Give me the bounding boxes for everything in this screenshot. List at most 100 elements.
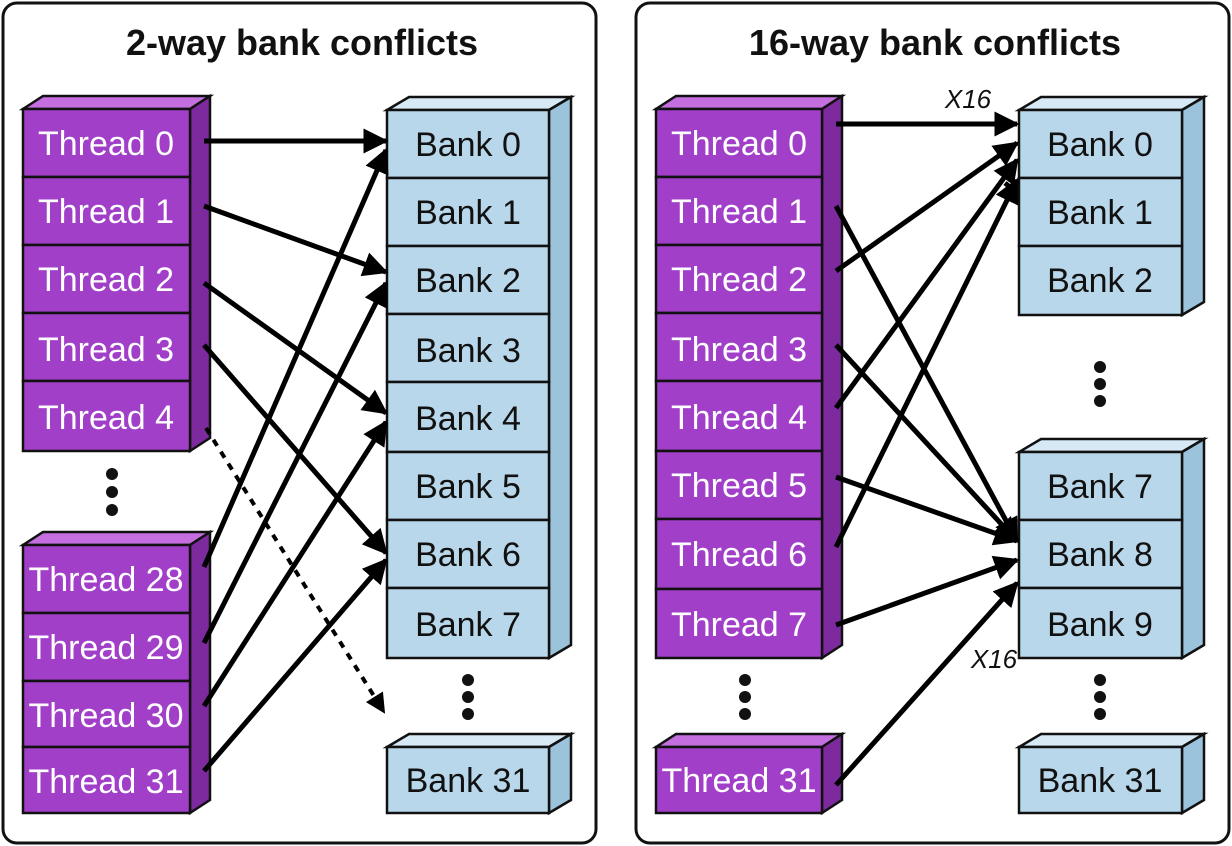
bank-cell: Bank 31 [385,745,551,815]
thread-label: Thread 6 [671,536,807,574]
thread-cell: Thread 4 [21,379,192,453]
arrow [833,157,1020,410]
bank-label: Bank 0 [1047,126,1153,164]
thread-cell: Thread 31 [21,745,192,815]
thread-label: Thread 28 [29,561,184,599]
multiplier-label: X16 [944,84,992,114]
arrow-to-bank1 [1003,181,1019,195]
thread-cell: Thread 1 [654,175,824,247]
thread-stack-side [820,93,844,661]
thread-cell: Thread 31 [654,745,824,815]
bank-label: Bank 2 [415,262,521,300]
thread-stack-upper-side [188,93,212,454]
bank-stack-side [547,94,573,661]
bank-cell: Bank 3 [385,312,551,384]
bank-cell: Bank 6 [385,518,551,590]
thread-cell: Thread 2 [654,243,824,315]
thread-cell: Thread 1 [21,175,192,247]
thread-label: Thread 4 [38,399,174,437]
multiplier-label: X16 [970,644,1018,674]
ellipsis-dots [1094,361,1106,407]
arrow [833,204,1020,544]
thread-cell: Thread 6 [654,517,824,591]
thread-label: Thread 29 [29,629,184,667]
arrow [834,581,1019,787]
thread-label: Thread 2 [38,261,174,299]
thread-label: Thread 0 [671,125,807,163]
ellipsis-dots [462,674,474,720]
bank-cell: Bank 4 [385,380,551,454]
panel-left-title: 2-way bank conflicts [126,22,478,63]
arrow [201,419,389,708]
bank-label: Bank 1 [1047,194,1153,232]
ellipsis-dots [1094,674,1106,720]
bank-stack-side [1180,94,1206,318]
arrow [201,280,389,645]
thread-label: Thread 30 [29,697,184,735]
arrow [203,203,389,277]
thread-label: Thread 7 [671,606,807,644]
arrow [201,147,389,569]
bank-label: Bank 0 [415,126,521,164]
bank-single-side [1180,731,1206,816]
bank-cell: Bank 1 [385,176,551,248]
arrow [834,343,1019,543]
thread-cell: Thread 3 [21,311,192,383]
arrow [835,555,1020,628]
thread-cell: Thread 0 [21,107,192,179]
arrow [202,558,388,773]
bank-cell: Bank 2 [1017,244,1184,317]
thread-label: Thread 1 [38,193,174,231]
thread-cell: Thread 2 [21,243,192,315]
bank-cell: Bank 1 [1017,176,1184,248]
thread-cell: Thread 28 [21,543,192,615]
bank-label: Bank 2 [1047,262,1153,300]
bank-label: Bank 6 [415,536,521,574]
bank-label: Bank 9 [1047,606,1153,644]
bank-single-top [1014,732,1209,749]
bank-stack-top [1014,437,1209,454]
arrow [202,280,389,416]
thread-label: Thread 4 [671,399,807,437]
bank-stack-side [1180,436,1206,661]
bank-label: Bank 7 [1047,468,1153,506]
thread-label: Thread 5 [671,467,807,505]
thread-label: Thread 1 [671,193,807,231]
bank-label: Bank 3 [415,332,521,370]
thread-cell: Thread 29 [21,611,192,683]
bank-single-side [547,731,573,816]
thread-stack-lower-top [18,530,215,547]
bank-label: Bank 7 [415,606,521,644]
thread-label: Thread 3 [671,331,807,369]
thread-single-top [651,732,847,749]
arrow [833,177,1020,549]
thread-label: Thread 0 [38,125,174,163]
bank-cell: Bank 0 [385,108,551,180]
thread-cell: Thread 30 [21,679,192,749]
bank-label: Bank 8 [1047,536,1153,574]
thread-label: Thread 31 [662,762,817,800]
bank-cell: Bank 7 [385,586,551,660]
ellipsis-dots [106,468,118,516]
bank-label: Bank 31 [1038,762,1163,800]
bank-cell: Bank 2 [385,244,551,316]
bank-cell: Bank 31 [1017,745,1184,815]
thread-cell: Thread 0 [654,107,824,179]
ellipsis-dots [739,674,751,720]
bank-label: Bank 31 [406,762,531,800]
arrows-right [833,111,1020,787]
bank-cell: Bank 9 [1017,586,1184,660]
bank-single-top [382,732,576,749]
arrows-left [201,128,389,773]
bank-cell: Bank 5 [385,450,551,522]
arrow [834,140,1020,274]
thread-single-side [820,731,844,816]
bank-label: Bank 4 [415,400,521,438]
thread-stack-upper-top [18,94,215,111]
bank-stack-top [1014,95,1209,112]
bank-cell: Bank 8 [1017,518,1184,590]
thread-cell: Thread 4 [654,379,824,453]
thread-label: Thread 3 [38,331,174,369]
bank-cell: Bank 7 [1017,450,1184,522]
